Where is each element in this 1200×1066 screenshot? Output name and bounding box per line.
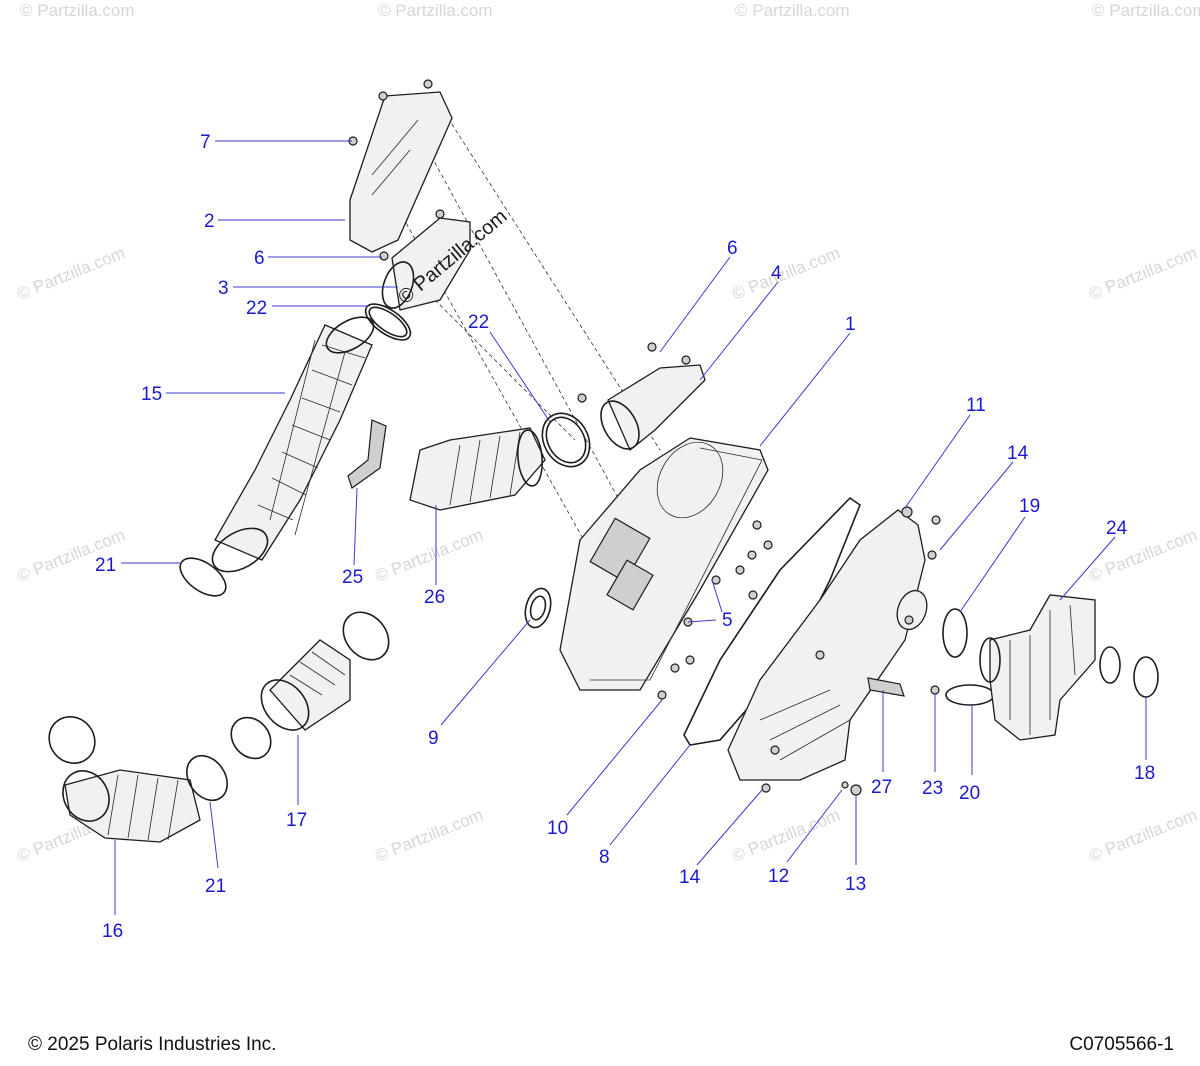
outlet-elbow-part bbox=[577, 342, 706, 452]
plate-part bbox=[867, 677, 905, 697]
callout-labels: 7 2 6 3 22 15 21 25 26 22 6 4 1 11 14 19… bbox=[95, 132, 1155, 942]
callout-6: 6 bbox=[254, 248, 265, 269]
clamp-part bbox=[364, 303, 412, 341]
watermark: © Partzilla.com bbox=[1086, 243, 1199, 304]
clamp-part bbox=[942, 608, 968, 658]
callout-2: 2 bbox=[204, 211, 215, 232]
callout-10: 10 bbox=[547, 818, 568, 839]
clamp-part bbox=[179, 557, 227, 597]
watermark: © Partzilla.com bbox=[1092, 1, 1200, 20]
seal-part bbox=[524, 587, 552, 629]
gasket-part bbox=[683, 496, 861, 746]
bracket-part bbox=[347, 419, 387, 489]
callout-23: 23 bbox=[922, 778, 943, 799]
watermark: © Partzilla.com bbox=[378, 1, 493, 20]
callout-5: 5 bbox=[722, 610, 733, 631]
intake-duct-part bbox=[211, 316, 375, 573]
callout-4: 4 bbox=[771, 263, 782, 284]
watermark: © Partzilla.com bbox=[735, 1, 850, 20]
outer-cover-part bbox=[727, 506, 941, 781]
inner-cover-part bbox=[559, 437, 773, 700]
callout-19: 19 bbox=[1019, 496, 1040, 517]
intake-boot-part bbox=[409, 427, 546, 511]
watermark: © Partzilla.com bbox=[20, 1, 135, 20]
clamp-part bbox=[48, 716, 228, 802]
callout-21: 21 bbox=[95, 555, 116, 576]
callout-21: 21 bbox=[205, 876, 226, 897]
copyright-notice: © 2025 Polaris Industries Inc. bbox=[28, 1034, 277, 1055]
callout-25: 25 bbox=[342, 567, 363, 588]
clamp-part bbox=[541, 412, 591, 468]
callout-11: 11 bbox=[966, 395, 986, 416]
callout-17: 17 bbox=[286, 810, 307, 831]
callout-12: 12 bbox=[768, 866, 789, 887]
watermark: © Partzilla.com bbox=[372, 525, 485, 586]
callout-18: 18 bbox=[1134, 763, 1155, 784]
clamp-part bbox=[230, 611, 390, 760]
callout-7: 7 bbox=[200, 132, 211, 153]
callout-6: 6 bbox=[727, 238, 738, 259]
lower-duct-part bbox=[62, 769, 201, 843]
watermark: © Partzilla.com bbox=[372, 805, 485, 866]
callout-13: 13 bbox=[845, 874, 866, 895]
watermark: © Partzilla.com bbox=[1086, 805, 1199, 866]
watermark: © Partzilla.com bbox=[729, 805, 842, 866]
callout-9: 9 bbox=[428, 728, 439, 749]
callout-14: 14 bbox=[679, 867, 701, 888]
diagram-code: C0705566-1 bbox=[1069, 1034, 1174, 1055]
fastener-parts bbox=[761, 685, 940, 796]
watermark: © Partzilla.com bbox=[729, 243, 842, 304]
callout-15: 15 bbox=[141, 384, 162, 405]
clamp-part bbox=[945, 684, 995, 706]
coupler-part bbox=[260, 639, 351, 731]
callout-8: 8 bbox=[599, 847, 610, 868]
outlet-duct-part bbox=[979, 594, 1121, 741]
callout-16: 16 bbox=[102, 921, 123, 942]
assembly-lines bbox=[395, 117, 661, 561]
callout-24: 24 bbox=[1106, 518, 1128, 539]
callout-22: 22 bbox=[246, 298, 267, 319]
leader-lines bbox=[114, 140, 1147, 915]
callout-26: 26 bbox=[424, 587, 445, 608]
watermark: © Partzilla.com bbox=[14, 243, 127, 304]
callout-3: 3 bbox=[218, 278, 229, 299]
clamp-part bbox=[1133, 656, 1159, 698]
callout-14: 14 bbox=[1007, 443, 1029, 464]
callout-27: 27 bbox=[871, 777, 892, 798]
callout-20: 20 bbox=[959, 783, 980, 804]
callout-22: 22 bbox=[468, 312, 489, 333]
callout-1: 1 bbox=[845, 314, 856, 335]
heat-shield-part bbox=[348, 79, 453, 261]
watermark: © Partzilla.com bbox=[1086, 525, 1199, 586]
